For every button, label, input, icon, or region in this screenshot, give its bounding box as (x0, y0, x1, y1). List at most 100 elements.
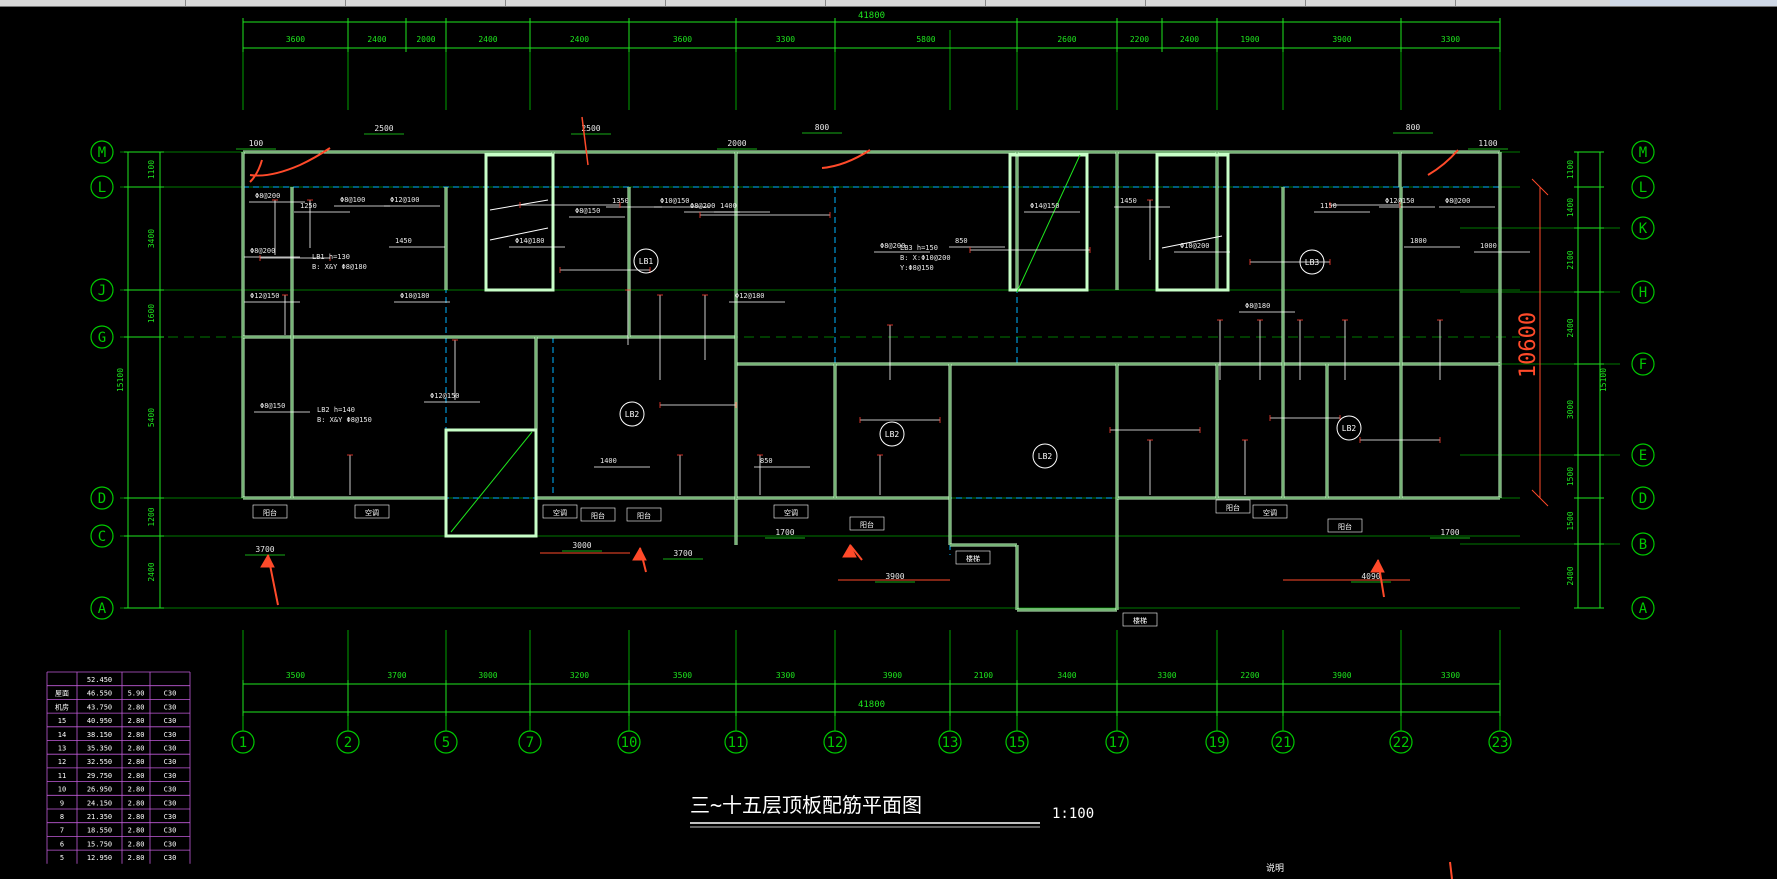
table-cell: C30 (164, 717, 177, 725)
axis-bubble-right-label: K (1639, 221, 1648, 237)
toolbar-cell[interactable] (345, 0, 506, 6)
axis-bubble-bottom-circle (231, 730, 255, 754)
red-freehand (821, 149, 871, 169)
table-cell: C30 (164, 799, 177, 807)
dim-text-top-segment: 2400 (367, 35, 386, 44)
slab-label-circle (633, 248, 659, 274)
table-cell: 7 (60, 827, 64, 835)
table-cell: 2.80 (128, 854, 145, 862)
dim-text-bottom-segment: 3000 (478, 671, 497, 680)
slab-note-line: LB2 h=140 (317, 406, 355, 414)
slab-label-circle (879, 421, 905, 447)
table-cell: 38.150 (87, 731, 112, 739)
axis-bubble-right-circle (1631, 596, 1655, 620)
axis-grid-lines (120, 30, 1620, 731)
slab-note-line: LB1 h=130 (312, 253, 350, 261)
dim-text-right-segment: 1500 (1566, 511, 1575, 530)
dim-text-bottom-segment: 3900 (1332, 671, 1351, 680)
toolbar-cell[interactable] (0, 0, 186, 6)
table-cell: 2.80 (128, 827, 145, 835)
axis-bubble-bottom-label: 15 (1009, 735, 1026, 751)
axis-bubble-bottom-label: 21 (1275, 735, 1292, 751)
axis-bubble-right-circle (1631, 486, 1655, 510)
toolbar-cell[interactable] (985, 0, 1146, 6)
axis-bubble-bottom-circle (1105, 730, 1129, 754)
toolbar-cell[interactable] (825, 0, 986, 6)
table-cell: 10 (58, 786, 66, 794)
room-label: 楼梯 (966, 554, 980, 563)
axis-bubble-bottom-label: 7 (526, 735, 534, 751)
axis-bubble-right-circle (1631, 175, 1655, 199)
dim-text-right-segment: 2100 (1566, 250, 1575, 269)
rebar-spec: Φ8@200 (880, 242, 905, 250)
dim-text-left-segment: 1600 (147, 304, 156, 323)
rebar-spec: 1350 (612, 197, 629, 205)
table-cell: C30 (164, 813, 177, 821)
axis-bubble-right-circle (1631, 352, 1655, 376)
table-cell: 8 (60, 813, 64, 821)
axis-bubble-bottom-label: 17 (1109, 735, 1126, 751)
axis-bubble-bottom-circle (1205, 730, 1229, 754)
axis-bubble-bottom-circle (823, 730, 847, 754)
axis-bubble-bottom-label: 11 (728, 735, 745, 751)
opening-dim: 2500 (581, 124, 600, 133)
dim-text-left-segment: 1200 (147, 507, 156, 526)
rebar-spec: 1250 (300, 202, 317, 210)
room-label-box (354, 504, 390, 519)
room-label-box (542, 504, 578, 519)
axis-bubble-right-label: H (1639, 285, 1647, 301)
dim-text-right-segment: 1100 (1566, 160, 1575, 179)
axis-bubble-bottom-label: 1 (239, 735, 247, 751)
rebar-spec: 1150 (1320, 202, 1337, 210)
red-arrow-head (842, 543, 857, 558)
axis-bubble-bottom-circle (724, 730, 748, 754)
dim-text-bottom-segment: 3500 (673, 671, 692, 680)
red-freehand (249, 159, 263, 183)
toolbar-cell[interactable] (185, 0, 346, 6)
rebar-spec: Φ8@100 (340, 196, 365, 204)
shaft-wall (1008, 153, 1089, 292)
table-cell: C30 (164, 854, 177, 862)
axis-bubble-left-circle (90, 524, 114, 548)
red-freehand (581, 116, 589, 166)
axis-bubble-right-circle (1631, 443, 1655, 467)
toolbar-cell[interactable] (1145, 0, 1306, 6)
dim-text-top-segment: 3300 (1441, 35, 1460, 44)
table-cell: C30 (164, 690, 177, 698)
toolbar-cell[interactable] (665, 0, 826, 6)
toolbar-cell[interactable] (1305, 0, 1456, 6)
table-cell: 12 (58, 758, 66, 766)
rebar-spec: Φ8@180 (1245, 302, 1270, 310)
slab-note-line: B: X&Y Φ8@150 (317, 416, 372, 424)
rebar-spec: Φ12@180 (735, 292, 765, 300)
axis-bubble-right-label: L (1639, 180, 1647, 196)
rebar-spec: 1800 (1410, 237, 1427, 245)
toolbar-cell[interactable] (1610, 0, 1777, 6)
dim-text-bottom-segment: 3300 (776, 671, 795, 680)
shaft-diagonal (1016, 154, 1081, 293)
table-cell: C30 (164, 703, 177, 711)
axis-bubble-right-label: A (1639, 601, 1648, 617)
dim-text-bottom-segment: 3500 (286, 671, 305, 680)
dim-text-left-segment: 1100 (147, 160, 156, 179)
axis-bubble-right-label: E (1639, 448, 1647, 464)
app-toolbar-strip (0, 0, 1777, 7)
shaft-wall (444, 428, 538, 538)
axis-bubble-left-circle (90, 325, 114, 349)
axis-bubble-left-circle (90, 175, 114, 199)
table-cell: 2.80 (128, 840, 145, 848)
room-label: 楼梯 (1133, 616, 1147, 625)
axis-bubble-right-label: B (1639, 537, 1647, 553)
table-cell: 2.80 (128, 731, 145, 739)
rebar-spec: Φ10@150 (660, 197, 690, 205)
axis-bubble-bottom-label: 19 (1209, 735, 1226, 751)
red-arrow-head (1370, 558, 1385, 573)
table-cell: 43.750 (87, 703, 112, 711)
dim-text-bottom-segment: 3300 (1157, 671, 1176, 680)
slab-note-line: LB3 h=150 (900, 244, 938, 252)
toolbar-cell[interactable] (505, 0, 666, 6)
dim-text-bottom-segment: 3300 (1441, 671, 1460, 680)
red-freehand (1427, 149, 1459, 176)
